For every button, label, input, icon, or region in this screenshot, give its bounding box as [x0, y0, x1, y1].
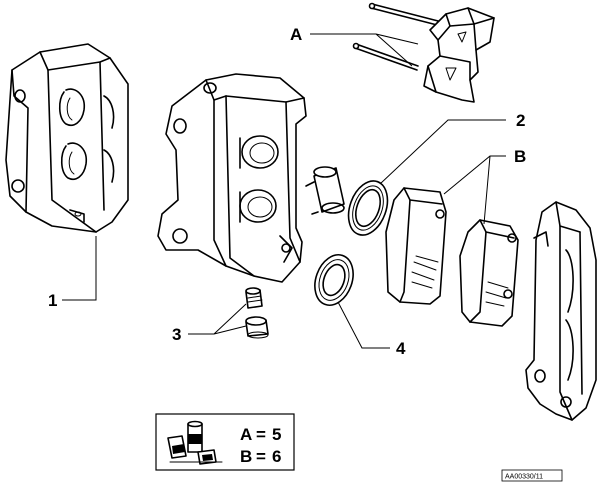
legend-row-A-sep: =	[256, 425, 266, 444]
piston	[305, 166, 345, 215]
caliper-half-left	[5, 43, 129, 233]
caliper-half-center	[157, 73, 307, 283]
legend-row-B-value: 6	[272, 447, 281, 466]
leader-lines	[62, 33, 506, 349]
callout-1: 1	[48, 291, 57, 310]
reference-code: AA00330/11	[505, 474, 543, 481]
retaining-pins	[352, 2, 443, 71]
seal-ring-4	[314, 254, 354, 306]
callout-3: 3	[172, 325, 181, 344]
kit-pictogram-icon	[167, 420, 223, 465]
legend-row-B-key: B	[240, 447, 252, 466]
seal-ring-2	[347, 180, 389, 236]
callout-4: 4	[396, 339, 406, 358]
callout-A: A	[290, 25, 302, 44]
callout-B: B	[514, 147, 526, 166]
caliper-half-right	[525, 201, 597, 421]
kit-legend: A = 5 B = 6	[155, 413, 295, 471]
brake-pad-rear	[459, 219, 519, 327]
brake-pad-front	[385, 187, 447, 305]
bleed-screw	[245, 287, 263, 309]
reference-code-box: AA00330/11	[501, 469, 563, 482]
anti-rattle-spring	[423, 7, 495, 103]
legend-row-A-key: A	[240, 425, 252, 444]
bleed-cap	[245, 316, 269, 339]
callout-2: 2	[516, 111, 525, 130]
legend-row-A-value: 5	[272, 425, 281, 444]
legend-row-B-sep: =	[256, 447, 266, 466]
